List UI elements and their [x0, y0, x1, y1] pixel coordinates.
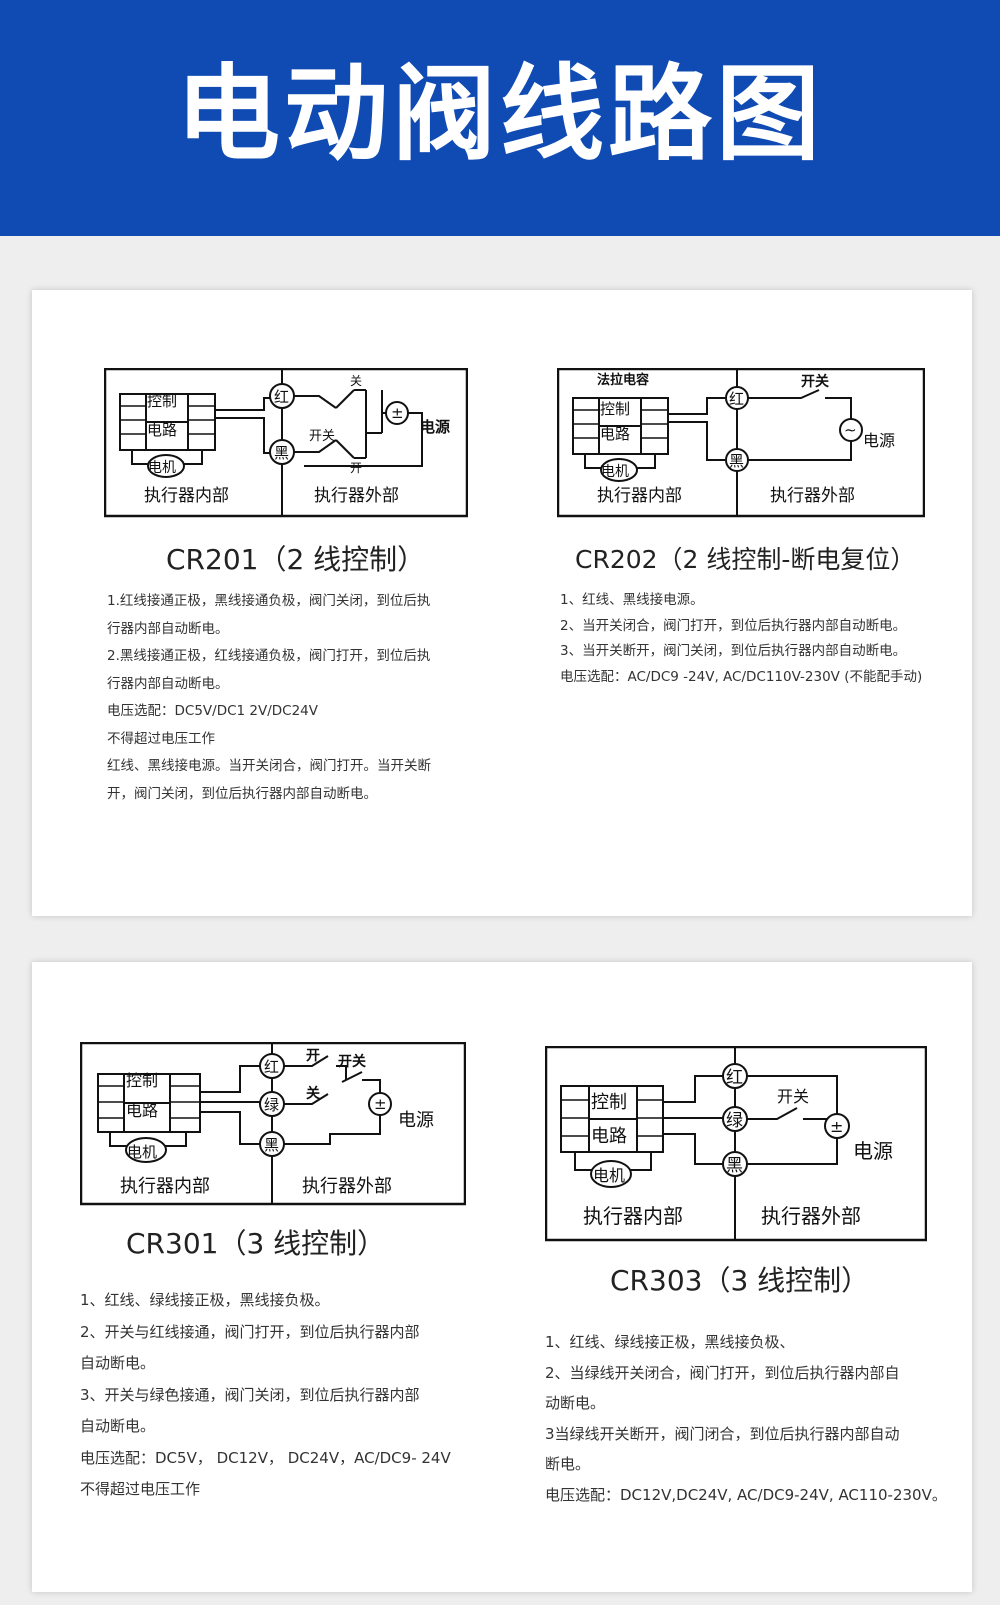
- label-circuit: 电路: [600, 425, 630, 443]
- dc-source-icon: ±: [830, 1117, 843, 1136]
- note-line: 动断电。: [545, 1394, 606, 1412]
- label-outside: 执行器外部: [314, 486, 399, 506]
- note-line: 电压选配：AC/DC9 -24V, AC/DC110V-230V (不能配手动): [560, 668, 923, 685]
- note-line: 行器内部自动断电。: [107, 675, 229, 692]
- label-inside: 执行器内部: [583, 1204, 683, 1228]
- model-title-cr201: CR201（2 线控制）: [166, 543, 426, 576]
- label-power: 电源: [853, 1139, 893, 1163]
- wiring-diagram-cr303: 控制 电路 电机 执行器内部 执行器外部 红 绿 黑 开关 ± 电源: [545, 1046, 927, 1242]
- note-line: 2、当绿线开关闭合，阀门打开，到位后执行器内部自: [545, 1363, 900, 1382]
- label-control: 控制: [147, 392, 177, 410]
- label-red-wire: 红: [726, 1068, 743, 1088]
- label-switch: 开关: [801, 373, 829, 390]
- model-title-cr303: CR303（3 线控制）: [610, 1264, 870, 1297]
- note-line: 不得超过电压工作: [80, 1480, 201, 1498]
- label-switch: 开关: [309, 429, 335, 444]
- label-inside: 执行器内部: [597, 486, 682, 506]
- note-line: 2、开关与红线接通，阀门打开，到位后执行器内部: [80, 1322, 420, 1341]
- note-line: 3当绿线开关断开，阀门闭合，到位后执行器内部自动: [545, 1424, 900, 1443]
- note-line: 1、红线、黑线接电源。: [560, 592, 704, 608]
- label-close: 关: [350, 374, 362, 388]
- note-line: 电压选配：DC12V,DC24V, AC/DC9-24V, AC110-230V…: [545, 1485, 947, 1504]
- label-green-wire: 绿: [726, 1111, 743, 1131]
- label-control: 控制: [600, 400, 630, 418]
- note-line: 3、当开关断开，阀门关闭，到位后执行器内部自动断电。: [560, 643, 907, 659]
- dc-source-icon: ±: [374, 1095, 387, 1113]
- note-line: 行器内部自动断电。: [107, 620, 229, 637]
- note-line: 1.红线接通正极，黑线接通负极，阀门关闭，到位后执: [107, 593, 431, 609]
- label-inside: 执行器内部: [144, 486, 229, 506]
- label-black-wire: 黑: [726, 1156, 743, 1176]
- label-red-wire: 红: [274, 388, 289, 406]
- note-line: 1、红线、绿线接正极，黑线接负极。: [80, 1291, 330, 1309]
- wiring-diagram-cr301: 控制 电路 电机 执行器内部 执行器外部 红 绿 黑 开 关 开关 ± 电源: [80, 1042, 466, 1206]
- card-three-wire: [32, 962, 972, 1592]
- label-black-wire: 黑: [264, 1136, 279, 1154]
- title-banner: 电动阀线路图: [0, 0, 1000, 236]
- note-line: 电压选配：DC5V， DC12V， DC24V，AC/DC9- 24V: [80, 1448, 451, 1467]
- label-outside: 执行器外部: [770, 486, 855, 506]
- model-title-cr301: CR301（3 线控制）: [126, 1227, 386, 1260]
- wiring-diagram-cr202: 法拉电容 控制 电路 电机 执行器内部 执行器外部 红 黑 开关 ∼ 电源: [557, 368, 925, 518]
- note-line: 开，阀门关闭，到位后执行器内部自动断电。: [107, 785, 377, 802]
- dc-source-icon: ±: [391, 404, 404, 422]
- label-capacitor: 法拉电容: [597, 372, 649, 388]
- note-line: 3、开关与绿色接通，阀门关闭，到位后执行器内部: [80, 1385, 420, 1404]
- label-green-wire: 绿: [264, 1096, 279, 1114]
- wiring-diagram-cr201: 控制 电路 电机 执行器内部 执行器外部 红 黑 关 开 开关 ± 电源: [104, 368, 468, 518]
- note-line: 不得超过电压工作: [107, 730, 215, 747]
- label-close: 关: [306, 1085, 320, 1102]
- label-control: 控制: [591, 1092, 627, 1113]
- label-open: 开: [350, 461, 362, 475]
- label-inside: 执行器内部: [120, 1176, 210, 1197]
- model-title-cr202: CR202（2 线控制-断电复位）: [575, 545, 916, 574]
- note-line: 自动断电。: [80, 1354, 156, 1372]
- label-circuit: 电路: [591, 1126, 627, 1147]
- note-line: 1、红线、绿线接正极，黑线接负极、: [545, 1333, 795, 1351]
- label-motor: 电机: [148, 460, 176, 476]
- label-motor: 电机: [601, 464, 629, 480]
- note-line: 红线、黑线接电源。当开关闭合，阀门打开。当开关断: [107, 758, 431, 774]
- label-motor: 电机: [127, 1143, 157, 1161]
- note-line: 自动断电。: [80, 1417, 156, 1435]
- label-black-wire: 黑: [729, 452, 744, 470]
- label-outside: 执行器外部: [761, 1204, 861, 1228]
- label-switch: 开关: [777, 1087, 809, 1106]
- notes-cr301: 1、红线、绿线接正极，黑线接负极。 2、开关与红线接通，阀门打开，到位后执行器内…: [80, 1285, 480, 1506]
- note-line: 电压选配：DC5V/DC1 2V/DC24V: [107, 703, 319, 719]
- notes-cr202: 1、红线、黑线接电源。 2、当开关闭合，阀门打开，到位后执行器内部自动断电。 3…: [560, 588, 960, 690]
- label-red-wire: 红: [729, 390, 744, 408]
- note-line: 断电。: [545, 1455, 591, 1473]
- notes-cr303: 1、红线、绿线接正极，黑线接负极、 2、当绿线开关闭合，阀门打开，到位后执行器内…: [545, 1327, 965, 1510]
- label-power: 电源: [398, 1110, 434, 1131]
- label-motor: 电机: [593, 1166, 625, 1185]
- label-outside: 执行器外部: [302, 1176, 392, 1197]
- label-control: 控制: [126, 1071, 158, 1090]
- label-circuit: 电路: [147, 421, 177, 439]
- note-line: 2.黑线接通正极，红线接通负极，阀门打开，到位后执: [107, 648, 431, 664]
- label-red-wire: 红: [264, 1058, 279, 1076]
- label-power: 电源: [420, 418, 450, 436]
- ac-source-icon: ∼: [844, 421, 857, 439]
- label-open: 开: [306, 1048, 320, 1064]
- page-title: 电动阀线路图: [175, 53, 824, 175]
- label-power: 电源: [863, 431, 895, 450]
- label-circuit: 电路: [126, 1101, 158, 1120]
- notes-cr201: 1.红线接通正极，黑线接通负极，阀门关闭，到位后执 行器内部自动断电。 2.黑线…: [107, 588, 467, 808]
- label-black-wire: 黑: [274, 444, 289, 462]
- label-switch: 开关: [338, 1053, 366, 1070]
- note-line: 2、当开关闭合，阀门打开，到位后执行器内部自动断电。: [560, 617, 907, 634]
